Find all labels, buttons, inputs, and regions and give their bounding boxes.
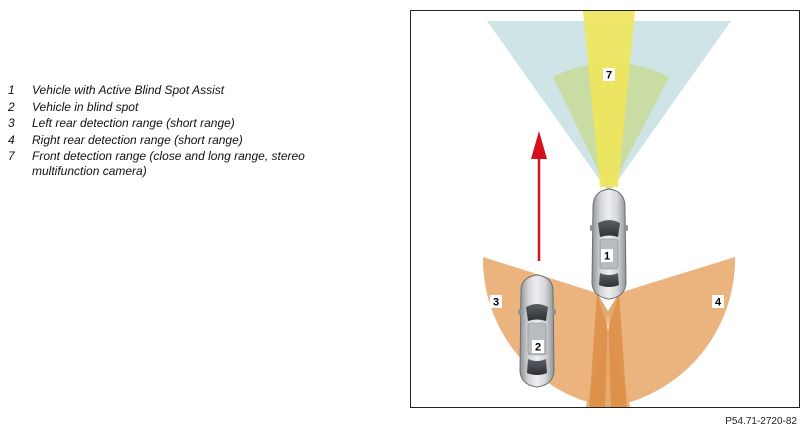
vehicle-in-blind-spot <box>518 274 556 388</box>
legend-text: Vehicle in blind spot <box>32 99 139 114</box>
travel-direction-arrow <box>531 131 547 261</box>
legend-number: 2 <box>8 99 15 114</box>
legend-text: Left rear detection range (short range) <box>32 116 235 130</box>
legend-text: Front detection range (close and long ra… <box>32 149 305 178</box>
legend-item: 3 Left rear detection range (short range… <box>8 116 328 131</box>
rear-overlap-beam <box>589 293 608 407</box>
rear-overlap-beam <box>608 293 627 407</box>
left-rear-range-label: 3 <box>490 295 502 309</box>
legend-number: 7 <box>8 149 15 163</box>
legend-text: Vehicle with Active Blind Spot Assist <box>32 83 225 97</box>
legend-number: 3 <box>8 116 15 130</box>
reference-code: P54.71-2720-82 <box>725 416 797 427</box>
diagram-canvas: 7 1 2 3 4 <box>482 11 736 407</box>
svg-text:3: 3 <box>493 297 499 309</box>
front-camera-beam <box>583 11 635 187</box>
legend-item: 4 Right rear detection range (short rang… <box>8 133 328 148</box>
svg-text:1: 1 <box>604 251 610 263</box>
svg-text:4: 4 <box>715 297 722 309</box>
legend-text: Right rear detection range (short range) <box>32 132 243 147</box>
vehicle-blind-spot-label: 2 <box>532 340 544 354</box>
right-rear-range-label: 4 <box>712 295 724 309</box>
legend-number: 1 <box>8 83 15 97</box>
legend-item: 2 Vehicle in blind spot <box>8 100 328 115</box>
svg-text:2: 2 <box>535 342 541 354</box>
legend-item: 1 Vehicle with Active Blind Spot Assist <box>8 83 328 98</box>
vehicle-main-label: 1 <box>601 249 613 263</box>
vehicle-with-blind-spot-assist <box>590 188 628 300</box>
legend-number: 4 <box>8 132 15 147</box>
front-range-label: 7 <box>603 68 615 82</box>
legend-item: 7 Front detection range (close and long … <box>8 149 328 178</box>
legend-list: 1 Vehicle with Active Blind Spot Assist … <box>8 83 328 180</box>
detection-range-diagram: 7 1 2 3 4 <box>410 10 800 408</box>
svg-text:7: 7 <box>606 70 612 82</box>
